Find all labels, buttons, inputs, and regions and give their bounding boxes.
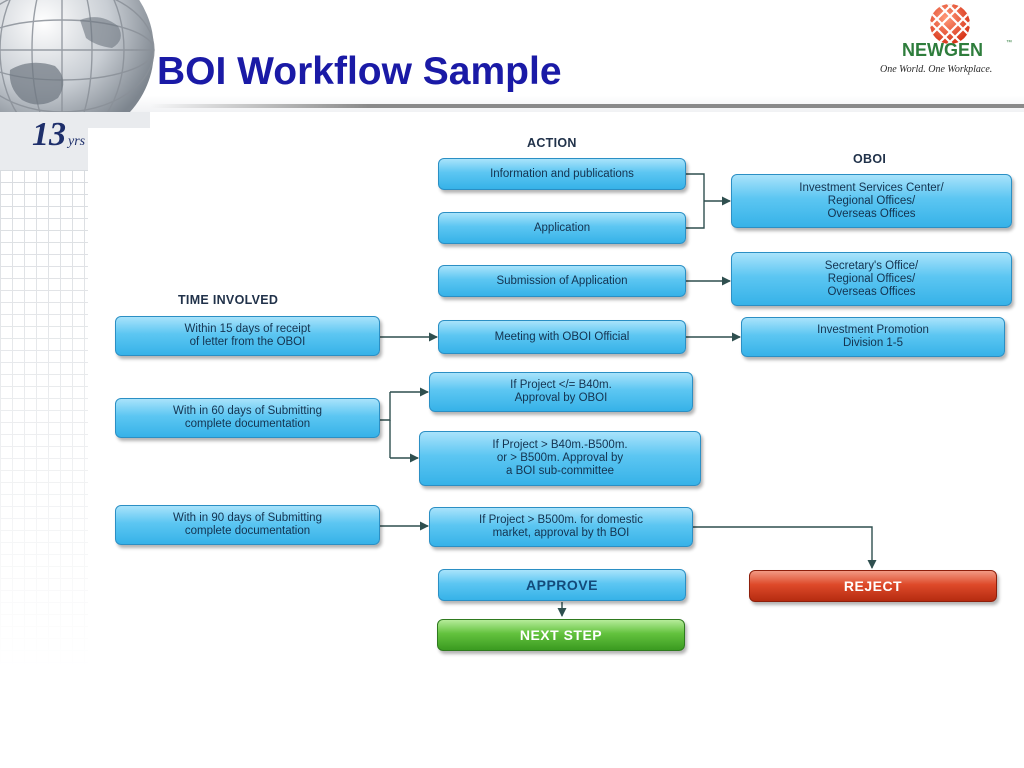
logo-tagline: One World. One Workplace. xyxy=(880,64,993,75)
logo-wordmark: NEWGEN xyxy=(902,40,983,60)
reject-box: REJECT xyxy=(749,570,997,602)
action-approval-subcommittee: If Project > B40m.-B500m. or > B500m. Ap… xyxy=(419,431,701,486)
heading-action: ACTION xyxy=(527,136,577,150)
badge-suffix: yrs xyxy=(68,134,86,149)
time-15-days: Within 15 days of receipt of letter from… xyxy=(115,316,380,356)
heading-time-involved: TIME INVOLVED xyxy=(178,293,279,307)
oboi-secretary-office: Secretary's Office/ Regional Offices/ Ov… xyxy=(731,252,1012,306)
newgen-logo-icon xyxy=(930,4,970,44)
badge-number: 13 xyxy=(32,116,66,153)
logo-trademark: ™ xyxy=(1006,40,1012,46)
anniversary-badge: 13 yrs xyxy=(28,114,98,160)
action-meeting: Meeting with OBOI Official xyxy=(438,320,686,354)
globe-icon xyxy=(0,0,155,170)
approve-box: APPROVE xyxy=(438,569,686,601)
time-60-days: With in 60 days of Submitting complete d… xyxy=(115,398,380,438)
newgen-logo: NEWGEN ™ One World. One Workplace. xyxy=(876,0,1024,84)
oboi-investment-services: Investment Services Center/ Regional Off… xyxy=(731,174,1012,228)
next-step-box: NEXT STEP xyxy=(437,619,685,651)
action-approval-oboi: If Project </= B40m. Approval by OBOI xyxy=(429,372,693,412)
side-grid-decoration xyxy=(0,110,88,670)
action-information-publications: Information and publications xyxy=(438,158,686,190)
header-divider xyxy=(150,104,1024,108)
header-band xyxy=(0,0,1024,112)
slide-title: BOI Workflow Sample xyxy=(157,50,562,93)
action-submission: Submission of Application xyxy=(438,265,686,297)
time-90-days: With in 90 days of Submitting complete d… xyxy=(115,505,380,545)
oboi-investment-promotion: Investment Promotion Division 1-5 xyxy=(741,317,1005,357)
heading-oboi: OBOI xyxy=(853,152,887,166)
action-approval-boi: If Project > B500m. for domestic market,… xyxy=(429,507,693,547)
action-application: Application xyxy=(438,212,686,244)
